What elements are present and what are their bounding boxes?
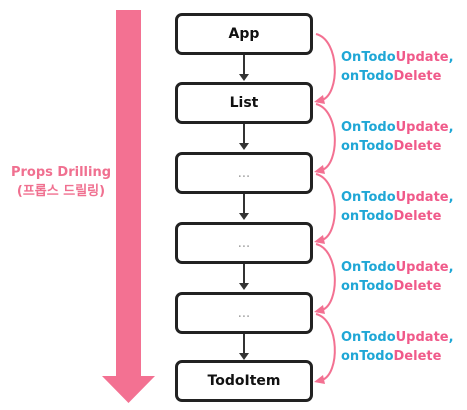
seg: ,: [448, 50, 454, 65]
seg: Todo: [361, 260, 396, 275]
props-label-5: OnTodoUpdate, onTodoDelete: [341, 328, 454, 366]
seg: ,: [448, 190, 454, 205]
seg: Update: [395, 190, 449, 205]
prop-arc-1-head: [314, 95, 325, 104]
connector-1: [239, 55, 249, 81]
seg: on: [341, 139, 360, 154]
seg: Todo: [359, 209, 394, 224]
seg: On: [341, 50, 362, 65]
component-intermediate-3: ...: [175, 292, 313, 334]
seg: ,: [448, 120, 454, 135]
prop-arc-2-head: [314, 165, 325, 174]
prop-arc-3-head: [314, 235, 325, 244]
seg: on: [341, 349, 360, 364]
seg: Update: [395, 50, 449, 65]
seg: ,: [448, 260, 454, 275]
props-label-2: OnTodoUpdate, onTodoDelete: [341, 118, 454, 156]
component-list: List: [175, 82, 313, 124]
seg: On: [341, 330, 362, 345]
component-intermediate-2: ...: [175, 222, 313, 264]
prop-arc-2: [315, 103, 336, 171]
props-drilling-label: Props Drilling (프롭스 드릴링): [2, 163, 120, 201]
seg: ,: [448, 330, 454, 345]
seg: Todo: [359, 69, 394, 84]
component-app: App: [175, 13, 313, 55]
prop-arc-4: [315, 243, 336, 311]
seg: Update: [395, 120, 449, 135]
seg: on: [341, 69, 360, 84]
seg: Update: [395, 260, 449, 275]
component-todoitem: TodoItem: [175, 360, 313, 402]
seg: Todo: [359, 279, 394, 294]
connector-5: [239, 334, 249, 360]
seg: Update: [395, 330, 449, 345]
props-label-4: OnTodoUpdate, onTodoDelete: [341, 258, 454, 296]
seg: On: [341, 190, 362, 205]
seg: Todo: [361, 330, 396, 345]
props-label-1: OnTodoUpdate, onTodoDelete: [341, 48, 454, 86]
connector-2: [239, 124, 249, 150]
seg: on: [341, 209, 360, 224]
prop-arc-5: [315, 313, 336, 381]
component-intermediate-1: ...: [175, 152, 313, 194]
prop-arc-5-head: [314, 375, 325, 384]
seg: On: [341, 260, 362, 275]
prop-arc-1: [315, 33, 336, 101]
seg: Todo: [361, 190, 396, 205]
prop-arc-4-head: [314, 305, 325, 314]
big-down-arrow: [102, 10, 155, 403]
seg: Delete: [393, 279, 442, 294]
seg: Todo: [361, 120, 396, 135]
prop-arc-3: [315, 173, 336, 241]
seg: Delete: [393, 139, 442, 154]
seg: Delete: [393, 209, 442, 224]
connector-4: [239, 264, 249, 290]
seg: Todo: [359, 139, 394, 154]
side-label-line2: (프롭스 드릴링): [16, 184, 106, 199]
props-label-3: OnTodoUpdate, onTodoDelete: [341, 188, 454, 226]
seg: Delete: [393, 69, 442, 84]
seg: on: [341, 279, 360, 294]
side-label-line1: Props Drilling: [10, 165, 112, 180]
seg: Delete: [393, 349, 442, 364]
connector-3: [239, 194, 249, 220]
seg: Todo: [359, 349, 394, 364]
seg: Todo: [361, 50, 396, 65]
seg: On: [341, 120, 362, 135]
